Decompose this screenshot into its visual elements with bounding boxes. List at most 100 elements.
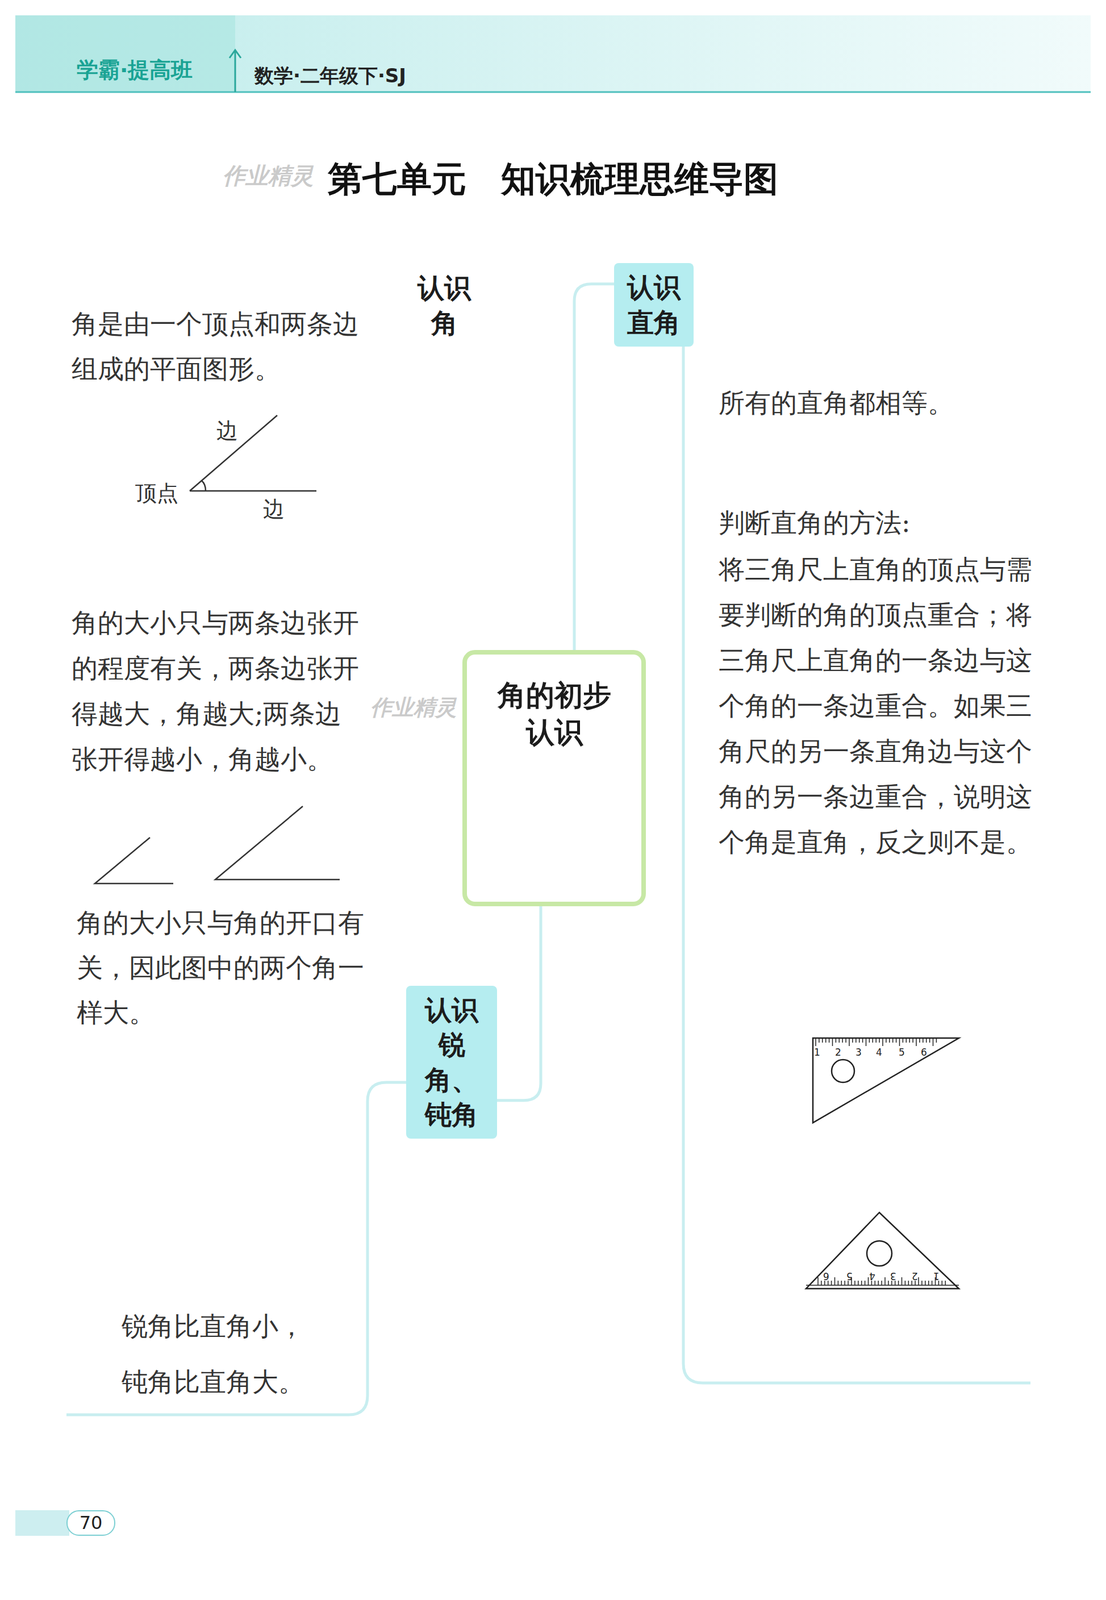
set-square-hole	[831, 1059, 855, 1083]
ruler-tick	[869, 1037, 871, 1043]
ruler-tick	[857, 1280, 859, 1285]
ruler-tick	[924, 1280, 926, 1285]
ruler-tick	[902, 1037, 904, 1043]
ruler-tick	[844, 1280, 846, 1285]
ruler-tick	[834, 1276, 836, 1285]
ruler-tick	[889, 1037, 891, 1043]
ruler-tick	[862, 1037, 864, 1043]
ruler-tick	[817, 1276, 819, 1285]
ruler-tick	[861, 1280, 863, 1285]
ruler-tick	[815, 1037, 817, 1046]
note-text: 所有的直角都相等。	[718, 380, 954, 426]
branch-lines	[66, 344, 1031, 1415]
ruler-tick	[837, 1280, 840, 1285]
ruler-tick	[878, 1037, 880, 1043]
ruler-tick	[898, 1280, 900, 1285]
scale-number: 1	[933, 1270, 940, 1282]
node-label: 认识角	[416, 270, 472, 340]
ruler-tick	[915, 1037, 917, 1046]
node-label: 角的初步认识	[494, 677, 615, 751]
ruler-tick	[904, 1280, 907, 1285]
watermark: 作业精灵	[370, 694, 457, 721]
central-topic: 角的初步认识	[462, 649, 646, 907]
note-text: 将三角尺上直角的顶点与需要判断的角的顶点重合；将三角尺上直角的一条边与这个角的一…	[718, 546, 1038, 865]
branch-line	[66, 1082, 407, 1415]
note-text: 角是由一个顶点和两条边组成的平面图形。	[71, 301, 367, 392]
ruler-tick	[825, 1037, 827, 1043]
brand-name: 学霸·提高班	[76, 56, 193, 83]
branch-topic: 认识锐角、钝角	[406, 985, 498, 1139]
set-square-body	[806, 1212, 959, 1289]
ruler-tick	[839, 1037, 841, 1043]
scale-number: 5	[846, 1270, 853, 1282]
ruler-tick	[858, 1037, 861, 1043]
ruler-tick	[912, 1037, 914, 1043]
angle-side	[189, 490, 317, 492]
scale-number: 4	[875, 1046, 883, 1058]
watermark: 作业精灵	[222, 161, 314, 190]
small-angle	[94, 837, 174, 884]
part-label: 边	[263, 496, 285, 522]
ruler-tick	[929, 1037, 931, 1043]
angle-side	[189, 415, 278, 491]
large-angle	[215, 806, 340, 880]
ruler-tick	[932, 1037, 934, 1046]
ruler-tick	[884, 1276, 886, 1285]
ruler-tick	[901, 1276, 903, 1285]
ruler-tick	[882, 1037, 884, 1046]
scale-number: 6	[920, 1046, 928, 1058]
ruler-tick	[928, 1280, 930, 1285]
ruler-tick	[820, 1280, 822, 1285]
ruler-tick	[852, 1037, 854, 1043]
part-label: 边	[216, 418, 239, 444]
ruler-tick	[881, 1280, 883, 1285]
book-info: 数学·二年级下·SJ	[254, 63, 407, 88]
ruler-tick	[828, 1037, 830, 1043]
page-band	[15, 1509, 70, 1536]
ruler-tick	[841, 1280, 843, 1285]
ruler-tick	[845, 1037, 847, 1043]
note-text: 判断直角的方法:	[718, 500, 911, 546]
set-square	[812, 1037, 959, 1123]
set-square-hole	[866, 1240, 892, 1266]
header-rule	[15, 91, 1091, 94]
ruler-edge	[806, 1284, 959, 1286]
ruler-tick	[872, 1037, 874, 1043]
ruler-tick	[899, 1037, 901, 1046]
angle-figure	[189, 415, 317, 491]
header-arrow	[229, 49, 241, 93]
note-text: 锐角比直角小，钝角比直角大。	[121, 1298, 313, 1410]
scale-number: 2	[835, 1046, 842, 1058]
set-square-body	[812, 1037, 959, 1123]
connector-line	[497, 906, 541, 1101]
ruler-tick	[892, 1037, 894, 1043]
ruler-tick	[821, 1037, 824, 1043]
ruler-tick	[885, 1037, 887, 1043]
ruler-tick	[875, 1037, 877, 1043]
note-text: 角的大小只与两条边张开的程度有关，两条边张开得越大，角越大;两条边张开得越小，角…	[71, 599, 367, 782]
set-square	[806, 1212, 959, 1289]
node-label: 认识锐角、钝角	[416, 992, 487, 1131]
scale-number: 2	[911, 1270, 918, 1282]
header-tab	[15, 15, 236, 93]
ruler-ticks	[815, 1037, 937, 1046]
branch-line	[683, 344, 1031, 1383]
page-number: 70	[66, 1509, 116, 1536]
ruler-tick	[931, 1280, 933, 1285]
connector-line	[574, 284, 615, 650]
angle-pair	[94, 806, 340, 884]
ruler-tick	[895, 1037, 897, 1043]
ruler-tick	[848, 1037, 850, 1046]
note-text: 角的大小只与角的开口有关，因此图中的两个角一样大。	[76, 900, 373, 1035]
page-title: 第七单元 知识梳理思维导图	[0, 157, 1106, 200]
ruler-tick	[877, 1280, 879, 1285]
angle-arc	[201, 480, 206, 491]
ruler-tick	[908, 1037, 911, 1043]
ruler-tick	[865, 1037, 867, 1046]
ruler-tick	[818, 1037, 820, 1043]
ruler-tick	[864, 1280, 866, 1285]
scale-number: 6	[823, 1270, 830, 1282]
scale-number: 3	[890, 1270, 897, 1282]
ruler-tick	[906, 1037, 908, 1043]
scale-number: 1	[814, 1046, 821, 1058]
